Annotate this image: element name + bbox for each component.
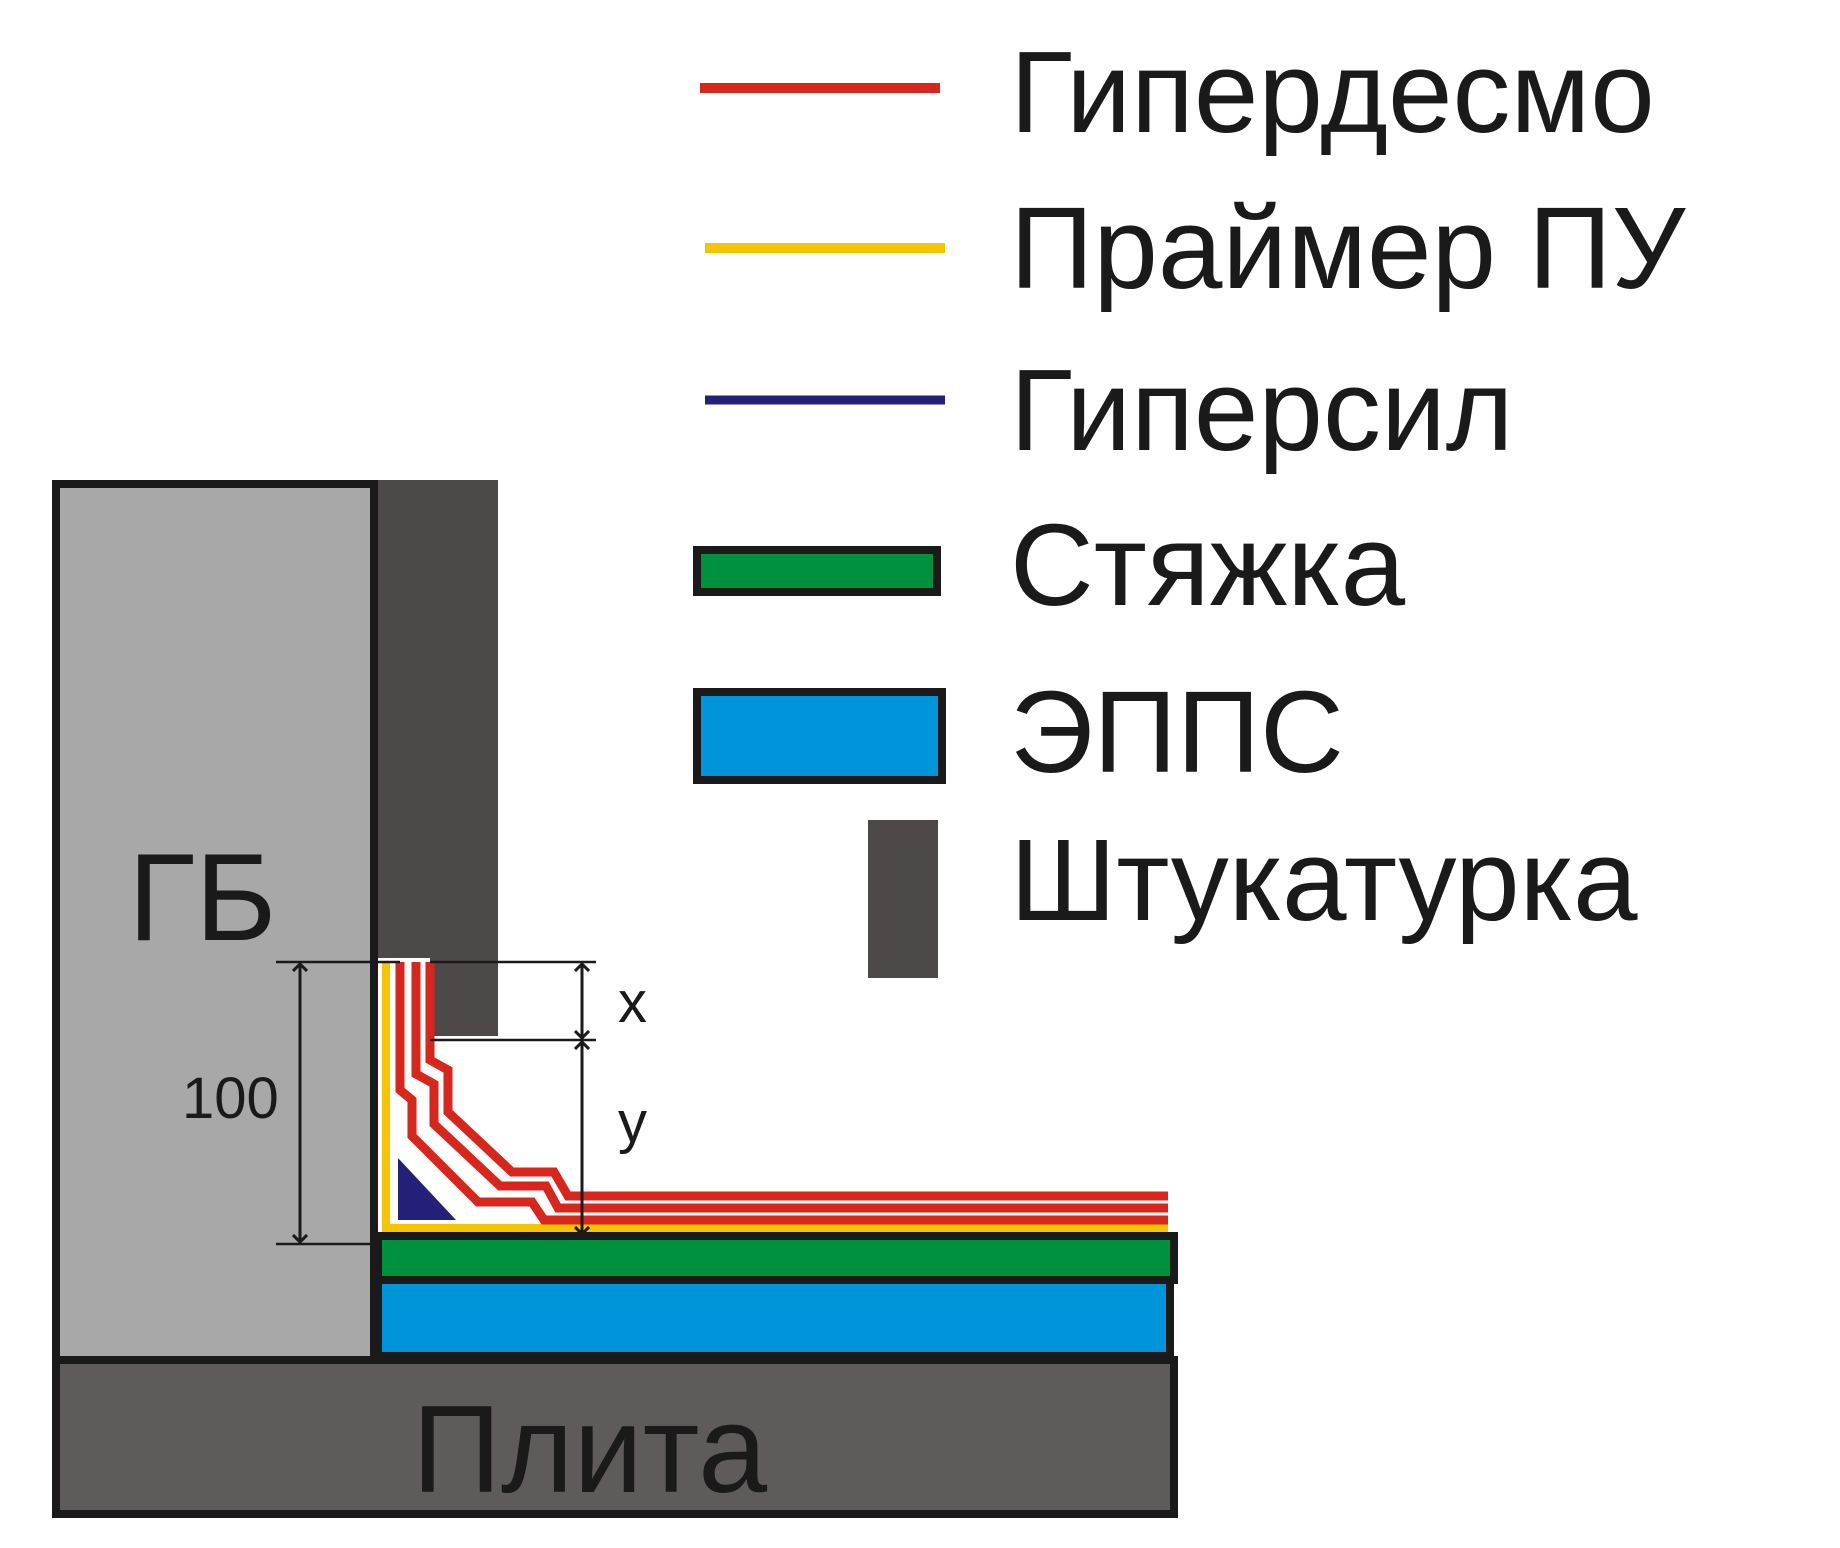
gas-block-label: ГБ: [128, 829, 277, 967]
screed-layer: [374, 1232, 1178, 1284]
bar-green-icon: [693, 546, 941, 596]
primer-line: [382, 962, 1168, 1232]
legend-label-plaster: Штукатурка: [1010, 815, 1638, 945]
gas-block-wall: [52, 480, 378, 1364]
legend-item-primer: Праймер ПУ: [705, 183, 1687, 313]
block-gray-icon: [868, 820, 938, 978]
legend-label-hyperdesmo: Гипердесмо: [1010, 27, 1655, 157]
legend-label-epps: ЭППС: [1010, 667, 1344, 797]
slab-label: Плита: [412, 1381, 767, 1519]
hyperdesmo-line-1: [395, 962, 1168, 1225]
legend-item-epps: ЭППС: [693, 667, 1344, 797]
hyperdesmo-layers: [395, 962, 1168, 1225]
dimension-x-y: [430, 960, 596, 1234]
hyperdesmo-line-3: [425, 962, 1168, 1201]
dimension-x-label: x: [618, 970, 647, 1035]
legend-label-hypersil: Гиперсил: [1010, 345, 1513, 475]
legend-label-primer: Праймер ПУ: [1010, 183, 1687, 313]
epps-layer: [374, 1276, 1174, 1360]
dimension-y-label: y: [618, 1090, 647, 1155]
legend-item-hyperdesmo: Гипердесмо: [700, 27, 1655, 157]
legend-item-plaster: Штукатурка: [868, 815, 1638, 978]
legend-label-screed: Стяжка: [1010, 500, 1406, 630]
legend-item-screed: Стяжка: [693, 500, 1406, 630]
hyperdesmo-line-2: [411, 962, 1168, 1213]
plaster-layer: [378, 480, 498, 1036]
dimension-100-label: 100: [182, 1066, 279, 1131]
dimension-100: [276, 960, 400, 1246]
construction-section: 100 x y ГБ Плита: [52, 480, 1178, 1519]
legend: Гипердесмо Праймер ПУ Гиперсил Стяжка ЭП…: [693, 27, 1687, 978]
legend-item-hypersil: Гиперсил: [705, 345, 1513, 475]
hypersil-fillet: [398, 1158, 456, 1220]
layer-separators: [406, 962, 1168, 1216]
bar-blue-icon: [693, 688, 946, 784]
